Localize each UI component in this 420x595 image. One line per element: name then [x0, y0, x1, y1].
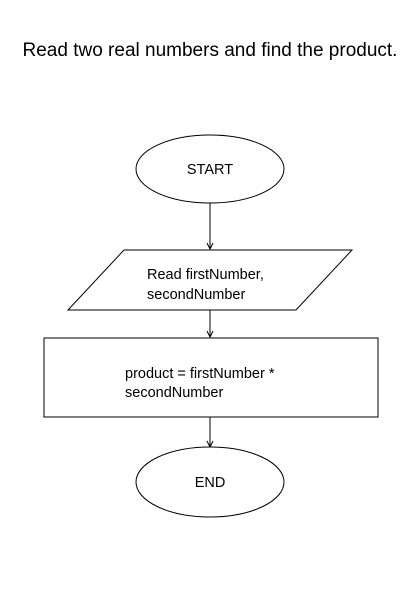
process-rectangle	[43, 337, 379, 418]
input-parallelogram	[66, 249, 354, 311]
start-node: START	[135, 134, 285, 204]
input-node: Read firstNumber, secondNumber	[66, 249, 354, 311]
process-label-line-1: product = firstNumber *	[125, 366, 275, 382]
end-ellipse	[135, 446, 285, 518]
end-label: END	[195, 475, 226, 491]
input-label-line-1: Read firstNumber,	[147, 267, 264, 283]
diagram-title: Read two real numbers and find the produ…	[22, 40, 398, 61]
process-node: product = firstNumber * secondNumber	[43, 337, 379, 418]
input-label-line-2: secondNumber	[147, 287, 245, 303]
start-label: START	[187, 162, 233, 178]
end-node: END	[135, 446, 285, 518]
process-label-line-2: secondNumber	[125, 385, 223, 401]
